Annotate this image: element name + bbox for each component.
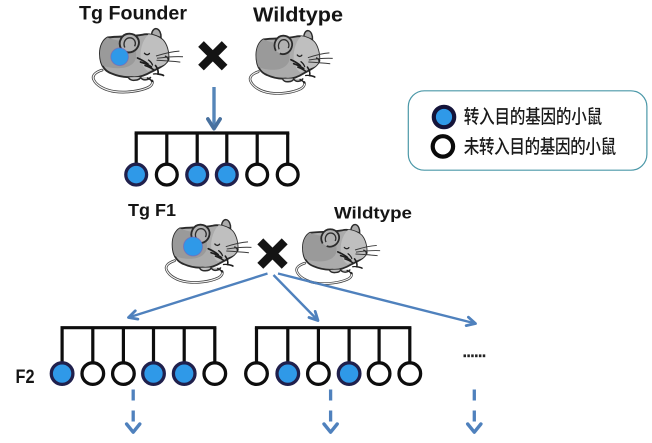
svg-text:Tg Founder: Tg Founder [79,3,187,25]
svg-text:Tg F1: Tg F1 [128,200,176,220]
svg-text:F2: F2 [16,366,35,388]
svg-text:Wildtype: Wildtype [253,3,343,26]
svg-text:Wildtype: Wildtype [334,205,412,223]
